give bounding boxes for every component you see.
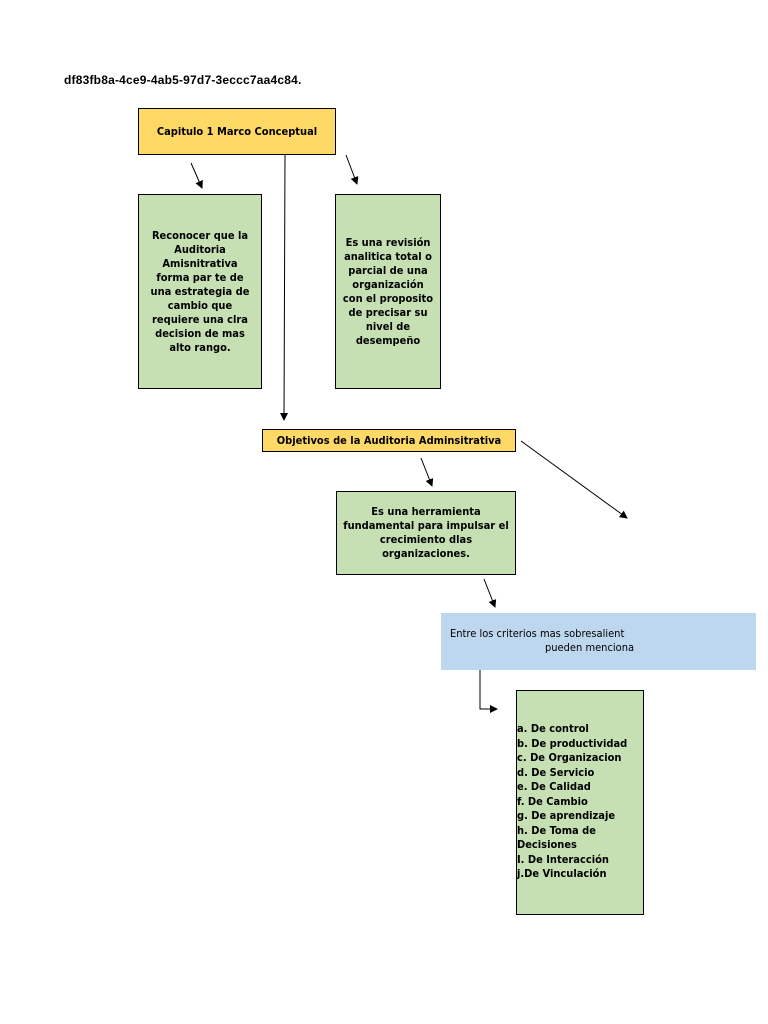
arrow-criterios-to-lista bbox=[479, 670, 498, 713]
list-item: c. De Organizacion bbox=[517, 751, 622, 764]
list-item: h. De Toma de Decisiones bbox=[517, 823, 596, 852]
list-item: I. De Interacción bbox=[517, 852, 609, 866]
node-capitulo-marco-conceptual: Capitulo 1 Marco Conceptual bbox=[138, 108, 336, 155]
node-reconocer: Reconocer que la Auditoria Amisnitrativa… bbox=[138, 194, 262, 389]
list-item: b. De productividad bbox=[517, 736, 628, 750]
node-revision-analitica: Es una revisión analitica total o parcia… bbox=[335, 194, 441, 389]
node-criterios-line1: Entre los criterios mas sobresalient bbox=[450, 627, 625, 640]
list-item: g. De aprendizaje bbox=[517, 809, 616, 822]
criterios-list: a. De control b. De productividad c. De … bbox=[517, 722, 627, 882]
list-item: d. De Servicio bbox=[517, 765, 595, 779]
list-item: a. De control bbox=[517, 722, 589, 735]
node-objetivos-label: Objetivos de la Auditoria Adminsitrativa bbox=[276, 433, 502, 447]
node-lista-criterios: a. De control b. De productividad c. De … bbox=[516, 690, 644, 915]
node-herramienta: Es una herramienta fundamental para impu… bbox=[336, 491, 516, 575]
arrow-capitulo-to-revision bbox=[345, 154, 359, 185]
list-item: e. De Calidad bbox=[517, 780, 591, 793]
arrow-capitulo-to-objetivos bbox=[280, 154, 289, 421]
node-reconocer-text: Reconocer que la Auditoria Amisnitrativa… bbox=[150, 228, 250, 354]
arrow-objetivos-to-right bbox=[520, 440, 628, 519]
list-item: f. De Cambio bbox=[517, 794, 588, 808]
node-herramienta-text: Es una herramienta fundamental para impu… bbox=[343, 505, 509, 560]
arrow-objetivos-to-herramienta bbox=[420, 457, 434, 487]
node-revision-text: Es una revisión analitica total o parcia… bbox=[342, 235, 434, 347]
node-criterios: Entre los criterios mas sobresalient pue… bbox=[441, 613, 756, 670]
node-criterios-line2: pueden menciona bbox=[545, 641, 635, 654]
node-objetivos: Objetivos de la Auditoria Adminsitrativa bbox=[262, 429, 516, 452]
arrow-capitulo-to-reconocer bbox=[190, 162, 203, 189]
node-capitulo-label: Capitulo 1 Marco Conceptual bbox=[156, 124, 318, 138]
arrow-herramienta-to-criterios bbox=[483, 578, 497, 608]
document-id: df83fb8a-4ce9-4ab5-97d7-3eccc7aa4c84. bbox=[64, 73, 302, 87]
list-item: j.De Vinculación bbox=[517, 867, 607, 880]
